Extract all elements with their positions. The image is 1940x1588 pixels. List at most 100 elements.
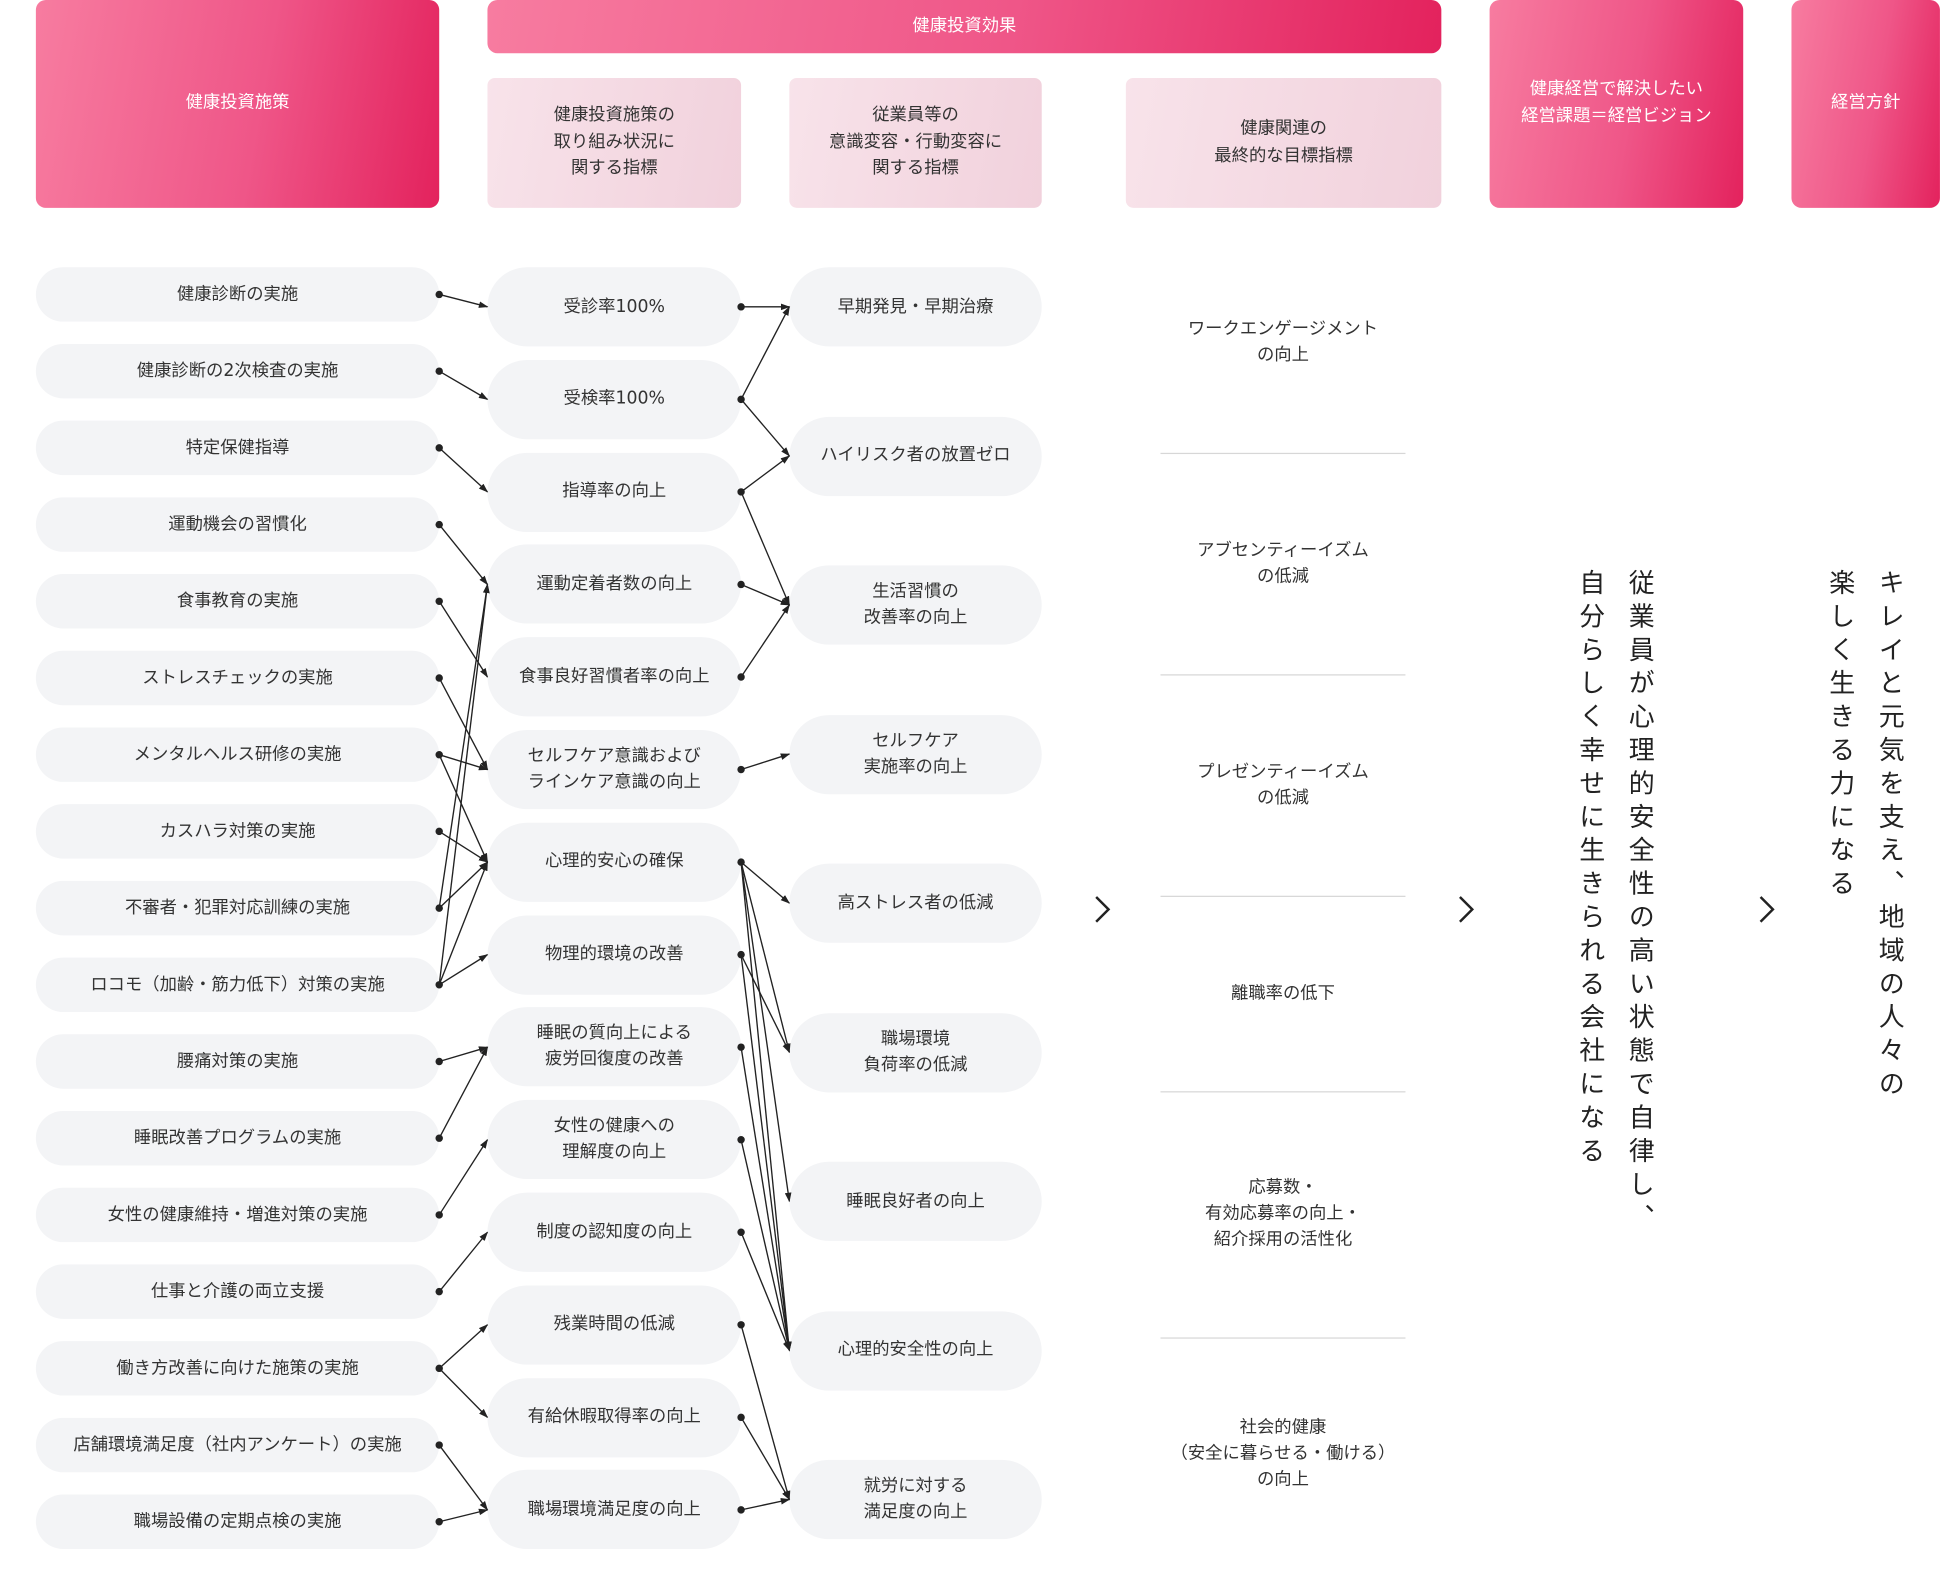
- vision-text: 従業員が心理的安全性の高い状態で自律し、 自分らしく幸せに生きられる会社になる: [1576, 569, 1656, 1238]
- connector-arrow: [438, 1138, 489, 1216]
- connector-arrow: [740, 954, 792, 1352]
- measure-item: 特定保健指導: [35, 420, 440, 476]
- connector-dot: [435, 827, 443, 836]
- measure-item: 腰痛対策の実施: [35, 1034, 440, 1089]
- connector-dot: [435, 597, 443, 605]
- header-effects: 健康投資効果: [487, 0, 1442, 54]
- goal-item: 離職率の低下: [1231, 982, 1335, 1003]
- connector-arrow: [438, 1367, 489, 1419]
- connector-arrow: [740, 1324, 791, 1501]
- connector-dot: [737, 580, 745, 589]
- connector-dot: [737, 1135, 745, 1144]
- goal-separator: [1160, 452, 1406, 455]
- progress-indicator-item: 指導率の向上: [487, 452, 742, 532]
- measure-item: 女性の健康維持・増進対策の実施: [35, 1187, 440, 1243]
- connector-arrow: [438, 677, 489, 771]
- goal-item: プレゼンティーイズム の低減: [1197, 761, 1369, 808]
- goal-separator: [1160, 1091, 1406, 1093]
- connector-dot: [435, 1441, 443, 1449]
- progress-indicator-item: 心理的安心の確保: [487, 822, 742, 902]
- measure-item: 職場設備の定期点検の実施: [35, 1494, 440, 1549]
- connector-arrow: [740, 583, 791, 606]
- behavior-indicator-item: 心理的安全性の向上: [789, 1310, 1042, 1390]
- chevron-right-icon: [1459, 896, 1475, 923]
- behavior-indicator-item: 高ストレス者の低減: [789, 863, 1042, 943]
- goal-separator: [1160, 674, 1406, 676]
- connector-dot: [435, 1364, 443, 1373]
- connector-arrow: [740, 1498, 791, 1511]
- connector-dot: [737, 1413, 745, 1422]
- connector-arrow: [740, 1416, 790, 1501]
- progress-indicator-item: 運動定着者数の向上: [487, 544, 742, 625]
- connector-dot: [737, 1506, 745, 1514]
- connector-arrow: [740, 604, 790, 678]
- connector-arrow: [439, 754, 489, 771]
- connector-arrow: [438, 370, 489, 400]
- progress-indicator-item: 残業時間の低減: [487, 1285, 742, 1365]
- progress-indicator-item: セルフケア意識および ラインケア意識の向上: [487, 729, 742, 810]
- connector-arrow: [438, 1046, 489, 1139]
- progress-indicator-item: 受診率100%: [487, 267, 742, 347]
- connector-dot: [435, 1134, 443, 1142]
- policy-text: キレイと元気を支え、地域の人々の 楽しく生きる力になる: [1826, 569, 1906, 1104]
- connector-dot: [737, 765, 745, 774]
- connector-dot: [435, 674, 443, 682]
- connector-arrow: [438, 861, 489, 986]
- connector-arrow: [740, 861, 792, 1203]
- measure-item: 睡眠改善プログラムの実施: [35, 1111, 440, 1166]
- connector-arrow: [438, 524, 489, 586]
- measure-item: 仕事と介護の両立支援: [35, 1264, 440, 1319]
- connector-arrow: [438, 583, 490, 909]
- connector-arrow: [439, 1508, 489, 1523]
- connector-dot: [737, 303, 745, 311]
- goal-item: 社会的健康 （安全に暮らせる・働ける） の向上: [1170, 1417, 1396, 1490]
- connector-arrow: [438, 1324, 489, 1369]
- behavior-indicator-item: 就労に対する 満足度の向上: [789, 1459, 1042, 1540]
- behavior-indicator-item: ハイリスク者の放置ゼロ: [789, 416, 1042, 496]
- connector-dot: [737, 1043, 745, 1051]
- connector-arrow: [740, 1231, 790, 1352]
- goal-separator: [1160, 1337, 1406, 1339]
- connector-dot: [435, 290, 443, 299]
- connector-dot: [737, 488, 745, 496]
- progress-indicator-item: 職場環境満足度の向上: [487, 1470, 742, 1550]
- connector-arrow: [438, 447, 489, 493]
- connector-arrow: [740, 954, 790, 1054]
- connector-arrow: [438, 1231, 489, 1293]
- connector-dot: [737, 673, 745, 681]
- connector-dot: [737, 1321, 745, 1329]
- measure-item: 運動機会の習慣化: [35, 497, 440, 552]
- connector-dot: [435, 1211, 443, 1219]
- progress-indicator-item: 物理的環境の改善: [487, 915, 742, 995]
- measure-item: メンタルヘルス研修の実施: [35, 727, 440, 782]
- measure-item: 店舗環境満足度（社内アンケート）の実施: [35, 1417, 440, 1473]
- chevron-right-icon: [1759, 896, 1775, 923]
- progress-indicator-item: 制度の認知度の向上: [487, 1192, 742, 1272]
- connector-arrow: [438, 861, 489, 909]
- progress-indicator-item: 女性の健康への 理解度の向上: [487, 1100, 742, 1180]
- connector-arrow: [740, 753, 791, 771]
- measure-item: 健康診断の実施: [35, 267, 440, 322]
- chevron-right-icon: [1095, 896, 1111, 923]
- goal-item: 応募数・ 有効応募率の向上・ 紹介採用の活性化: [1205, 1177, 1361, 1250]
- measure-item: 不審者・犯罪対応訓練の実施: [35, 880, 440, 936]
- connector-dot: [435, 750, 443, 759]
- progress-indicator-item: 睡眠の質向上による 疲労回復度の改善: [487, 1007, 742, 1087]
- progress-indicator-item: 食事良好習慣者率の向上: [487, 637, 742, 717]
- connector-dot: [435, 1287, 443, 1296]
- connector-arrow: [740, 1047, 792, 1352]
- measure-item: ロコモ（加齢・筋力低下）対策の実施: [35, 957, 440, 1013]
- connector-arrow: [740, 862, 792, 1352]
- connector-arrow: [740, 305, 790, 400]
- progress-indicator-item: 有給休暇取得率の向上: [487, 1377, 742, 1457]
- connector-arrow: [438, 754, 489, 863]
- connector-dot: [737, 858, 745, 866]
- goal-item: ワークエンゲージメント の向上: [1187, 319, 1379, 365]
- connector-dot: [435, 1057, 443, 1066]
- connector-dot: [435, 367, 443, 375]
- header-policy: 経営方針: [1791, 0, 1940, 208]
- header-goal-indicators: 健康関連の 最終的な目標指標: [1125, 77, 1442, 208]
- connector-arrow: [438, 1444, 489, 1511]
